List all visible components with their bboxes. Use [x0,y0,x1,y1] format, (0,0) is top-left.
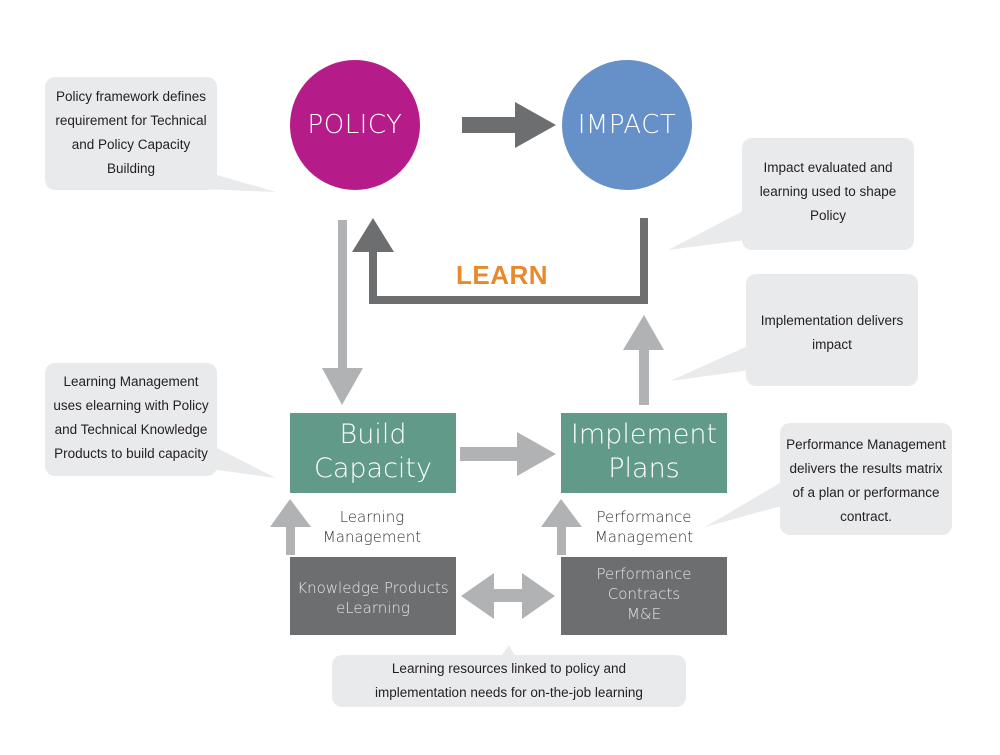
callout-implementation-bubble [670,274,918,386]
callout-resources-bubble [332,645,686,707]
build-to-implement-arrow [460,432,556,476]
callout-learning-line: uses elearning with Policy [53,398,209,413]
callout-policy-line: and Policy Capacity [71,137,191,152]
knowledge-products-label: Knowledge Products eLearning [290,578,456,618]
knowledge-products-line-1: Knowledge Products [297,579,449,597]
callout-learning-text: Learning Management uses elearning with … [45,370,217,466]
callout-performance-line: of a plan or performance [792,485,940,500]
policy-circle [290,60,420,190]
callout-policy-bubble [45,77,276,192]
knowledge-products-line-2: eLearning [336,599,410,617]
callout-resources-text: Learning resources linked to policy and … [332,657,686,705]
build-capacity-line-1: Build [339,419,407,450]
callout-learning-line: and Technical Knowledge [54,422,208,437]
callout-impact-line: Impact evaluated and [763,160,893,175]
performance-contracts-line-2: Contracts [607,585,681,603]
callout-policy-line: requirement for Technical [55,113,207,128]
implement-plans-box [561,413,727,493]
performance-contracts-label: Performance Contracts M&E [561,564,727,624]
implement-plans-label: Implement Plans [561,418,727,486]
callout-performance-text: Performance Management delivers the resu… [780,433,952,529]
build-capacity-box [290,413,456,493]
learn-loop-arrow [352,218,648,304]
callout-learning-line: Learning Management [63,374,199,389]
implement-plans-line-1: Implement [570,419,718,450]
callout-resources-line: implementation needs for on-the-job lear… [375,685,643,700]
learn-label: LEARN [456,260,549,290]
impact-circle [562,60,692,190]
callout-policy-line: Building [106,161,156,176]
learning-management-line-1: Learning [339,508,405,526]
callout-performance-line: Performance Management [786,437,946,452]
policy-to-impact-arrow [462,102,556,148]
callout-performance-line: contract. [840,509,892,524]
callout-performance-bubble [705,423,952,535]
performance-contracts-box [561,557,727,635]
performance-contracts-line-1: Performance [596,565,692,583]
learning-management-line-2: Management [322,528,422,546]
double-headed-arrow [461,573,555,619]
callout-impact-bubble [668,138,914,250]
performance-management-label: Performance Management [574,507,714,547]
performance-contracts-line-3: M&E [626,605,662,623]
callout-impact-line: learning used to shape [759,184,897,199]
build-capacity-label: Build Capacity [290,418,456,486]
callout-resources-line: Learning resources linked to policy and [391,661,627,676]
callout-implementation-line: impact [812,337,852,352]
knowledge-to-build-arrow [270,499,311,555]
implement-to-impact-arrow [623,315,664,405]
callout-impact-text: Impact evaluated and learning used to sh… [742,156,914,228]
knowledge-products-box [290,557,456,635]
callout-implementation-line: Implementation delivers [760,313,904,328]
callout-policy-text: Policy framework defines requirement for… [45,85,217,181]
callout-learning-bubble [45,363,276,478]
callout-impact-line: Policy [809,208,846,223]
callout-learning-line: Products to build capacity [54,446,208,461]
learning-management-label: Learning Management [302,507,442,547]
policy-to-build-arrow [322,220,363,405]
performance-to-implement-arrow [541,499,582,555]
performance-management-line-2: Management [594,528,694,546]
build-capacity-line-2: Capacity [314,453,432,484]
performance-management-line-1: Performance [596,508,692,526]
implement-plans-line-2: Plans [608,453,680,484]
callout-policy-line: Policy framework defines [55,89,207,104]
impact-label: IMPACT [577,110,677,140]
policy-label: POLICY [307,110,403,140]
callout-performance-line: delivers the results matrix [789,461,943,476]
callout-implementation-text: Implementation delivers impact [746,309,918,357]
